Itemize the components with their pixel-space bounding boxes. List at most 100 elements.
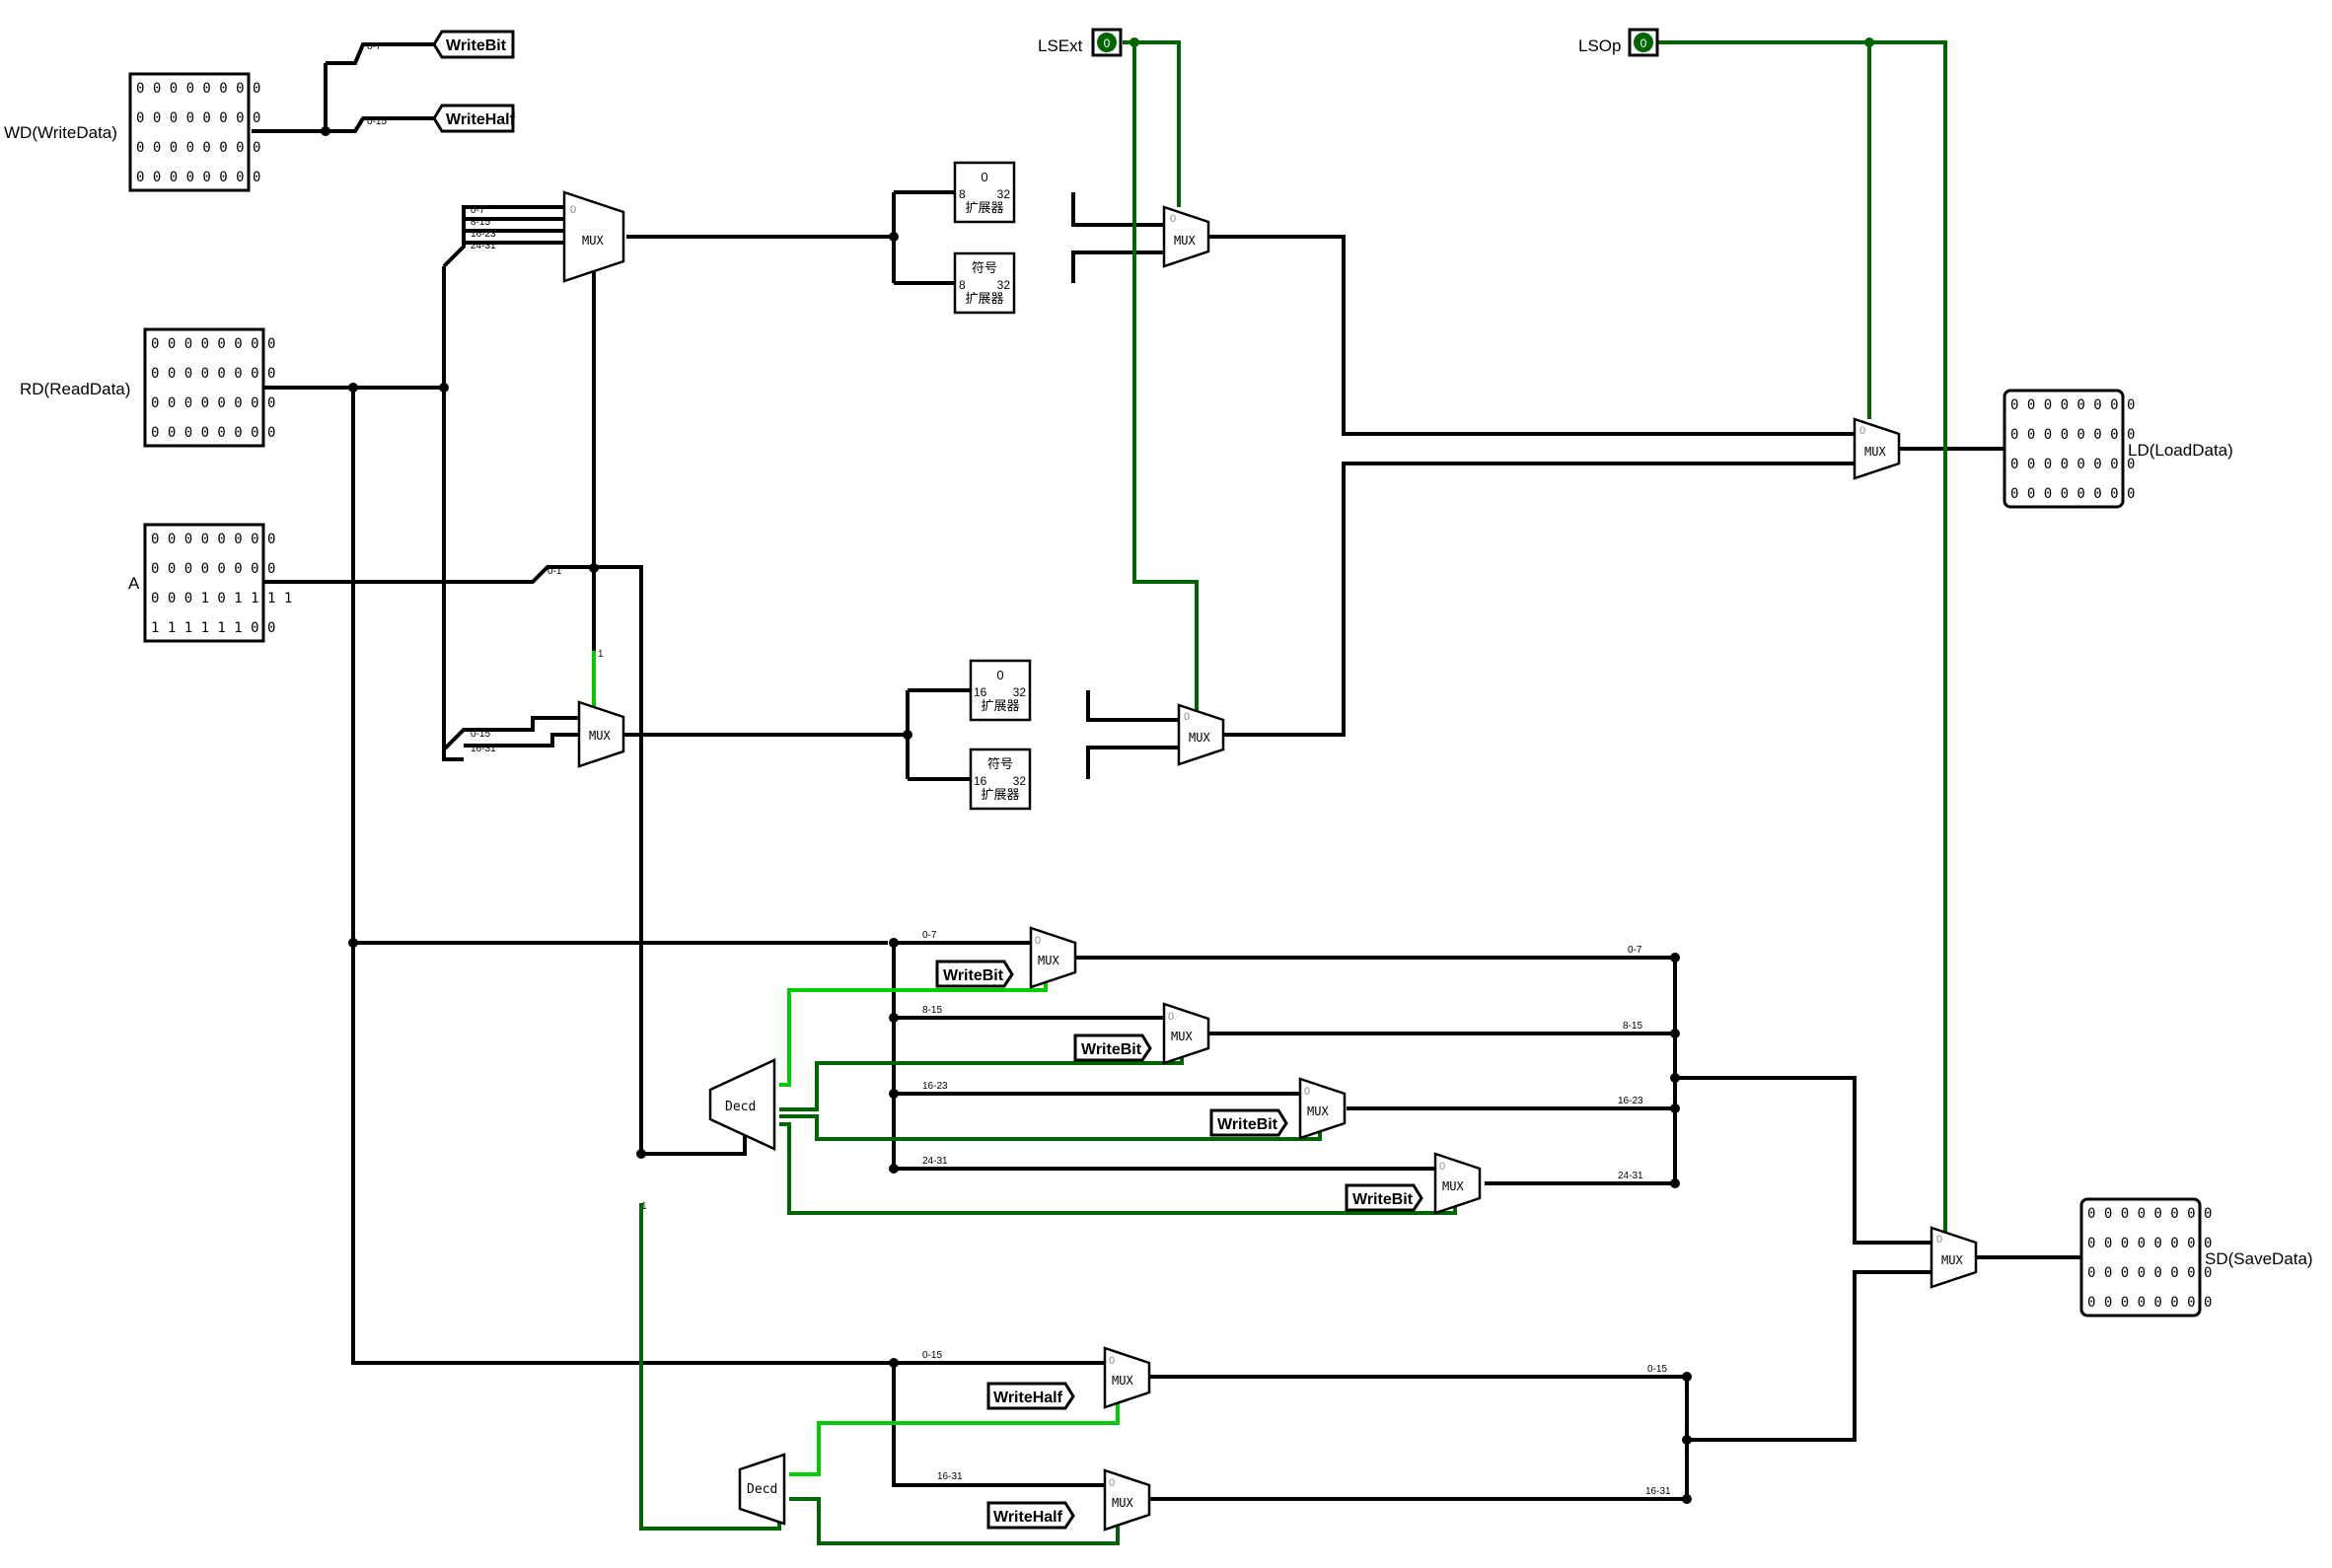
range-in-16-23: 16-23: [922, 1081, 948, 1092]
mux-write-byte-1[interactable]: MUX: [1162, 1002, 1210, 1065]
ld-pin[interactable]: 0 0 0 0 0 0 0 0 0 0 0 0 0 0 0 0 0 0 0 0 …: [2003, 389, 2135, 509]
tunnel-writehalf-0[interactable]: WriteHalf: [986, 1382, 1075, 1410]
mux-write-byte-2-sel0: 0: [1304, 1086, 1310, 1098]
range-half-out-16-31: 16-31: [1645, 1486, 1671, 1497]
mux-write-half-1-label: MUX: [1112, 1496, 1133, 1510]
range-out-8-15: 8-15: [1623, 1021, 1642, 1032]
mux-ext16[interactable]: MUX: [1177, 703, 1225, 766]
range-in-8-15: 8-15: [922, 1005, 942, 1016]
lsop-pin[interactable]: 0: [1628, 28, 1659, 57]
sd-bits-row-0: 0 0 0 0 0 0 0 0: [2087, 1206, 2212, 1222]
tunnel-writehalf-1[interactable]: WriteHalf: [986, 1501, 1075, 1530]
rd-bits-row-0: 0 0 0 0 0 0 0 0: [151, 336, 275, 352]
mux-ext8-sel0: 0: [1170, 213, 1176, 225]
sign-extender-16-name: 扩展器: [981, 787, 1019, 802]
range-rd-0-15: 0-15: [471, 729, 490, 740]
wire-junctions: [321, 37, 1874, 1504]
range-half-out-0-15: 0-15: [1647, 1364, 1667, 1375]
sd-bits-row-3: 0 0 0 0 0 0 0 0: [2087, 1295, 2212, 1311]
lsop-label: LSOp: [1578, 36, 1621, 55]
mux-write-byte-0[interactable]: MUX: [1029, 926, 1077, 989]
tunnel-writehalf-1-label: WriteHalf: [993, 1509, 1063, 1526]
zero-extender-16-type: 0: [996, 668, 1003, 682]
decoder-half-label: Decd: [747, 1482, 777, 1497]
tunnel-writebit-0-label: WriteBit: [943, 967, 1004, 984]
mux-byte-select-label: MUX: [582, 234, 604, 248]
mux-load-output[interactable]: MUX: [1853, 417, 1901, 480]
wd-label: WD(WriteData): [4, 123, 117, 142]
sign-extender-8-name: 扩展器: [965, 291, 1003, 306]
ld-bits-row-0: 0 0 0 0 0 0 0 0: [2010, 397, 2135, 413]
mux-write-half-0-sel0: 0: [1109, 1355, 1115, 1367]
range-wd-0-15: 0-15: [367, 116, 387, 127]
ld-bits-row-1: 0 0 0 0 0 0 0 0: [2010, 427, 2135, 443]
ld-bits-row-2: 0 0 0 0 0 0 0 0: [2010, 457, 2135, 472]
mux-ext8-label: MUX: [1174, 234, 1196, 248]
a-bits-row-0: 0 0 0 0 0 0 0 0: [151, 532, 275, 547]
tunnel-writebit-3[interactable]: WriteBit: [1345, 1183, 1423, 1212]
tunnel-writehalf-top[interactable]: WriteHalf: [432, 104, 516, 133]
tunnel-writehalf-label: WriteHalf: [446, 111, 516, 128]
decoder-half[interactable]: Decd: [738, 1453, 786, 1526]
sign-extender-8-out: 32: [997, 278, 1011, 292]
mux-write-half-1[interactable]: MUX: [1103, 1468, 1151, 1532]
tunnel-writebit-2[interactable]: WriteBit: [1209, 1108, 1288, 1137]
mux-save-output-label: MUX: [1941, 1253, 1963, 1267]
tunnel-writebit-3-label: WriteBit: [1352, 1191, 1414, 1208]
mux-write-half-1-sel0: 0: [1109, 1477, 1115, 1489]
tunnel-writebit-0[interactable]: WriteBit: [935, 960, 1014, 988]
mux-write-byte-1-sel0: 0: [1168, 1011, 1174, 1023]
rd-pin[interactable]: 0 0 0 0 0 0 0 0 0 0 0 0 0 0 0 0 0 0 0 0 …: [143, 327, 275, 448]
sd-pin[interactable]: 0 0 0 0 0 0 0 0 0 0 0 0 0 0 0 0 0 0 0 0 …: [2079, 1197, 2212, 1318]
sign-extender-8[interactable]: 符号 8 32 扩展器: [953, 251, 1016, 315]
ld-label: LD(LoadData): [2128, 441, 2233, 460]
range-a-bit-1b: 1: [641, 1201, 647, 1212]
mux-ext8[interactable]: MUX: [1162, 205, 1210, 268]
zero-extender-16-name: 扩展器: [981, 698, 1019, 713]
range-wd-0-7: 0-7: [367, 41, 382, 52]
mux-byte-select[interactable]: MUX: [562, 190, 625, 283]
zero-extender-8-out: 32: [997, 187, 1011, 201]
range-a-0-1: 0-1: [547, 566, 562, 577]
a-bits-row-3: 1 1 1 1 1 1 0 0: [151, 620, 275, 636]
sd-label: SD(SaveData): [2205, 1249, 2313, 1268]
wd-bits-row-3: 0 0 0 0 0 0 0 0: [136, 170, 260, 185]
range-half-in-16-31: 16-31: [937, 1471, 963, 1482]
mux-save-output-sel0: 0: [1936, 1234, 1942, 1246]
sign-extender-16-in: 16: [974, 774, 987, 788]
sign-extender-8-type: 符号: [972, 260, 997, 275]
lsop-value: 0: [1640, 36, 1647, 50]
mux-load-output-label: MUX: [1864, 445, 1886, 459]
tunnel-writebit-1-label: WriteBit: [1081, 1041, 1142, 1058]
range-a-bit-1: 1: [598, 649, 604, 660]
mux-write-byte-0-label: MUX: [1038, 954, 1059, 967]
range-labels: 0-7 0-15 0-7 8-15 16-23 24-31 0-15 16-31…: [367, 41, 1671, 1497]
wd-bits-row-0: 0 0 0 0 0 0 0 0: [136, 81, 260, 97]
mux-write-half-0-label: MUX: [1112, 1374, 1133, 1388]
mux-save-output[interactable]: MUX: [1930, 1226, 1978, 1289]
a-pin[interactable]: 0 0 0 0 0 0 0 0 0 0 0 0 0 0 0 0 0 0 0 1 …: [143, 523, 292, 643]
sign-extender-16-type: 符号: [987, 756, 1013, 771]
mux-write-byte-3[interactable]: MUX: [1433, 1152, 1482, 1215]
tunnel-writehalf-0-label: WriteHalf: [993, 1390, 1063, 1406]
range-half-in-0-15: 0-15: [922, 1350, 942, 1361]
sign-extender-16[interactable]: 符号 16 32 扩展器: [969, 748, 1032, 811]
wires-green: [592, 40, 1947, 1545]
zero-extender-8[interactable]: 0 8 32 扩展器: [953, 161, 1016, 224]
mux-write-half-0[interactable]: MUX: [1103, 1346, 1151, 1409]
lsext-pin[interactable]: 0: [1091, 28, 1123, 57]
zero-extender-16[interactable]: 0 16 32 扩展器: [969, 659, 1032, 722]
mux-write-byte-3-label: MUX: [1442, 1179, 1464, 1193]
wd-pin[interactable]: 0 0 0 0 0 0 0 0 0 0 0 0 0 0 0 0 0 0 0 0 …: [128, 72, 260, 192]
mux-half-select[interactable]: MUX: [577, 700, 625, 768]
mux-write-byte-2[interactable]: MUX: [1298, 1077, 1347, 1140]
decoder-byte-label: Decd: [725, 1100, 756, 1114]
decoder-byte[interactable]: Decd: [708, 1058, 776, 1151]
wd-bits-row-2: 0 0 0 0 0 0 0 0: [136, 140, 260, 156]
tunnel-writebit-1[interactable]: WriteBit: [1073, 1033, 1152, 1062]
tunnel-writebit-top[interactable]: WriteBit: [432, 30, 515, 59]
wd-bits-row-1: 0 0 0 0 0 0 0 0: [136, 110, 260, 126]
tunnel-writebit-2-label: WriteBit: [1217, 1116, 1278, 1133]
range-in-0-7: 0-7: [922, 930, 937, 941]
